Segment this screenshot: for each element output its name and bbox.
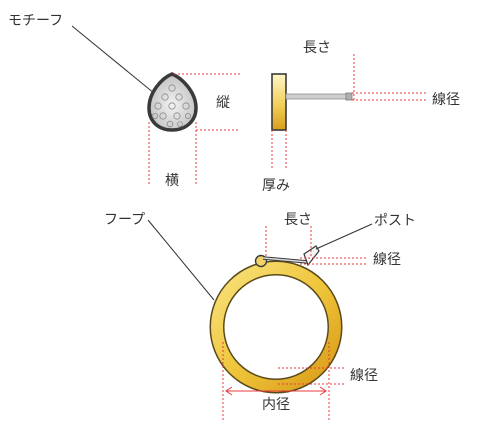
motif-figure	[71, 25, 240, 185]
motif-leader-line	[71, 25, 161, 99]
label-post: ポスト	[374, 213, 416, 229]
post-pin	[285, 93, 349, 100]
hoop-leader-line	[147, 219, 215, 301]
label-wire-top: 線径	[432, 92, 460, 108]
inner-diameter-arrow	[225, 386, 327, 396]
hoop-figure	[147, 219, 373, 420]
motif-side-plate	[271, 73, 287, 131]
motif-stones	[151, 84, 191, 128]
label-inner-diameter: 内径	[262, 397, 290, 413]
motif-teardrop	[147, 72, 198, 132]
post-side-view	[271, 54, 428, 170]
label-wire-hoop: 線径	[350, 368, 378, 384]
post-leader-line	[315, 223, 373, 250]
label-hoop: フープ	[104, 212, 145, 228]
label-thickness: 厚み	[262, 178, 290, 194]
label-motif: モチーフ	[8, 13, 63, 29]
label-width: 横	[165, 173, 179, 189]
hoop-ring	[211, 262, 341, 392]
label-height: 縦	[216, 95, 230, 111]
label-length-hoop: 長さ	[284, 212, 312, 228]
label-wire-post: 線径	[373, 252, 401, 268]
post-tip	[345, 92, 353, 101]
label-length-top: 長さ	[303, 40, 331, 56]
